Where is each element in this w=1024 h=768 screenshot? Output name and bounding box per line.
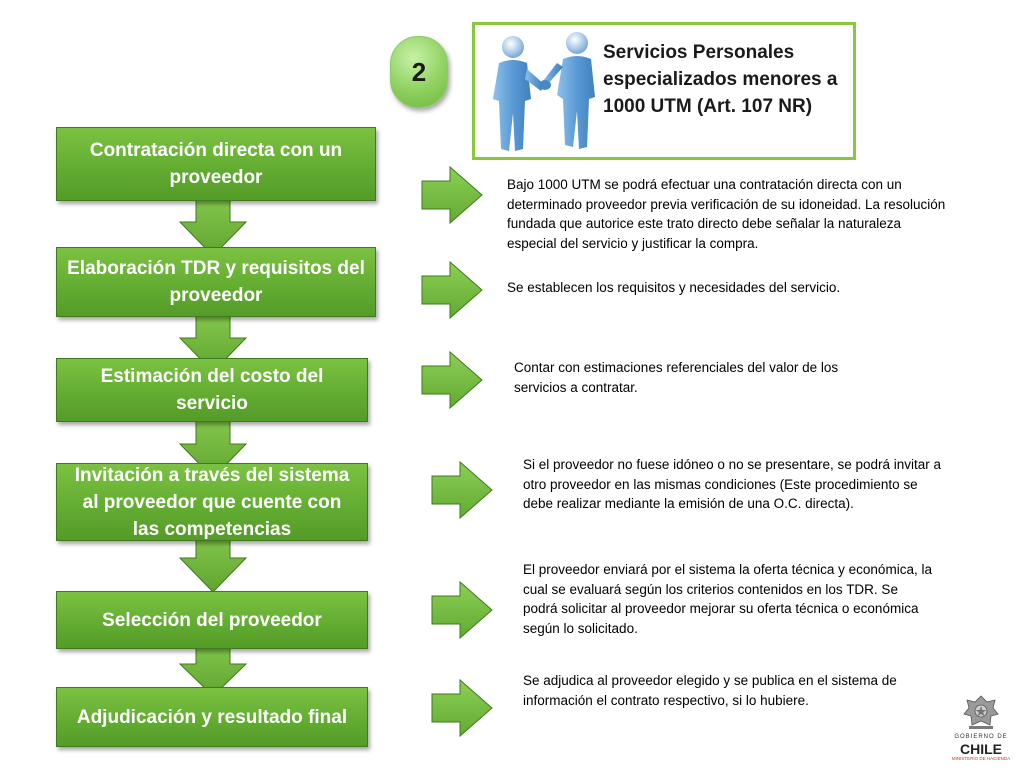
logo-line-2: CHILE (960, 741, 1002, 757)
step-invitacion: Invitación a través del sistema al prove… (56, 463, 368, 541)
step-number-badge: 2 (390, 36, 448, 108)
description-adjudicacion: Se adjudica al proveedor elegido y se pu… (523, 673, 897, 708)
header-box: Servicios Personales especializados meno… (472, 22, 856, 160)
description-seleccion: El proveedor enviará por el sistema la o… (523, 562, 932, 636)
description-contratacion: Bajo 1000 UTM se podrá efectuar una cont… (507, 177, 946, 251)
description-invitacion: Si el proveedor no fuese idóneo o no se … (523, 457, 942, 511)
step-label: Contratación directa con un proveedor (89, 140, 343, 188)
right-arrow-1 (421, 165, 483, 225)
step-label: Selección del proveedor (102, 609, 322, 631)
right-arrow-5 (431, 580, 493, 640)
step-label: Adjudicación y resultado final (76, 706, 348, 728)
step-label: Invitación a través del sistema al prove… (74, 464, 350, 540)
badge-number: 2 (411, 56, 427, 87)
right-arrow-2 (421, 260, 483, 320)
logo-line-1: GOBIERNO DE (954, 734, 1008, 740)
handshake-figures-icon (493, 32, 595, 151)
right-arrow-3 (421, 350, 483, 410)
header-title: Servicios Personales especializados meno… (603, 42, 838, 117)
gobierno-chile-logo: GOBIERNO DE CHILE MINISTERIO DE HACIENDA (950, 692, 1012, 762)
description-estimacion: Contar con estimaciones referenciales de… (514, 360, 839, 395)
step-label: Estimación del costo del servicio (100, 366, 324, 414)
right-arrow-4 (431, 460, 493, 520)
right-arrow-6 (431, 678, 493, 738)
coat-of-arms-icon (963, 695, 999, 729)
logo-line-3: MINISTERIO DE HACIENDA (951, 756, 1011, 761)
step-estimacion-costo: Estimación del costo del servicio (56, 358, 368, 422)
step-seleccion: Selección del proveedor (56, 591, 368, 649)
step-elaboracion-tdr: Elaboración TDR y requisitos del proveed… (56, 247, 376, 317)
step-contratacion-directa: Contratación directa con un proveedor (56, 127, 376, 201)
step-adjudicacion: Adjudicación y resultado final (56, 687, 368, 747)
step-label: Elaboración TDR y requisitos del proveed… (67, 258, 365, 306)
down-arrow-3 (178, 418, 248, 479)
description-requisitos: Se establecen los requisitos y necesidad… (507, 280, 841, 295)
